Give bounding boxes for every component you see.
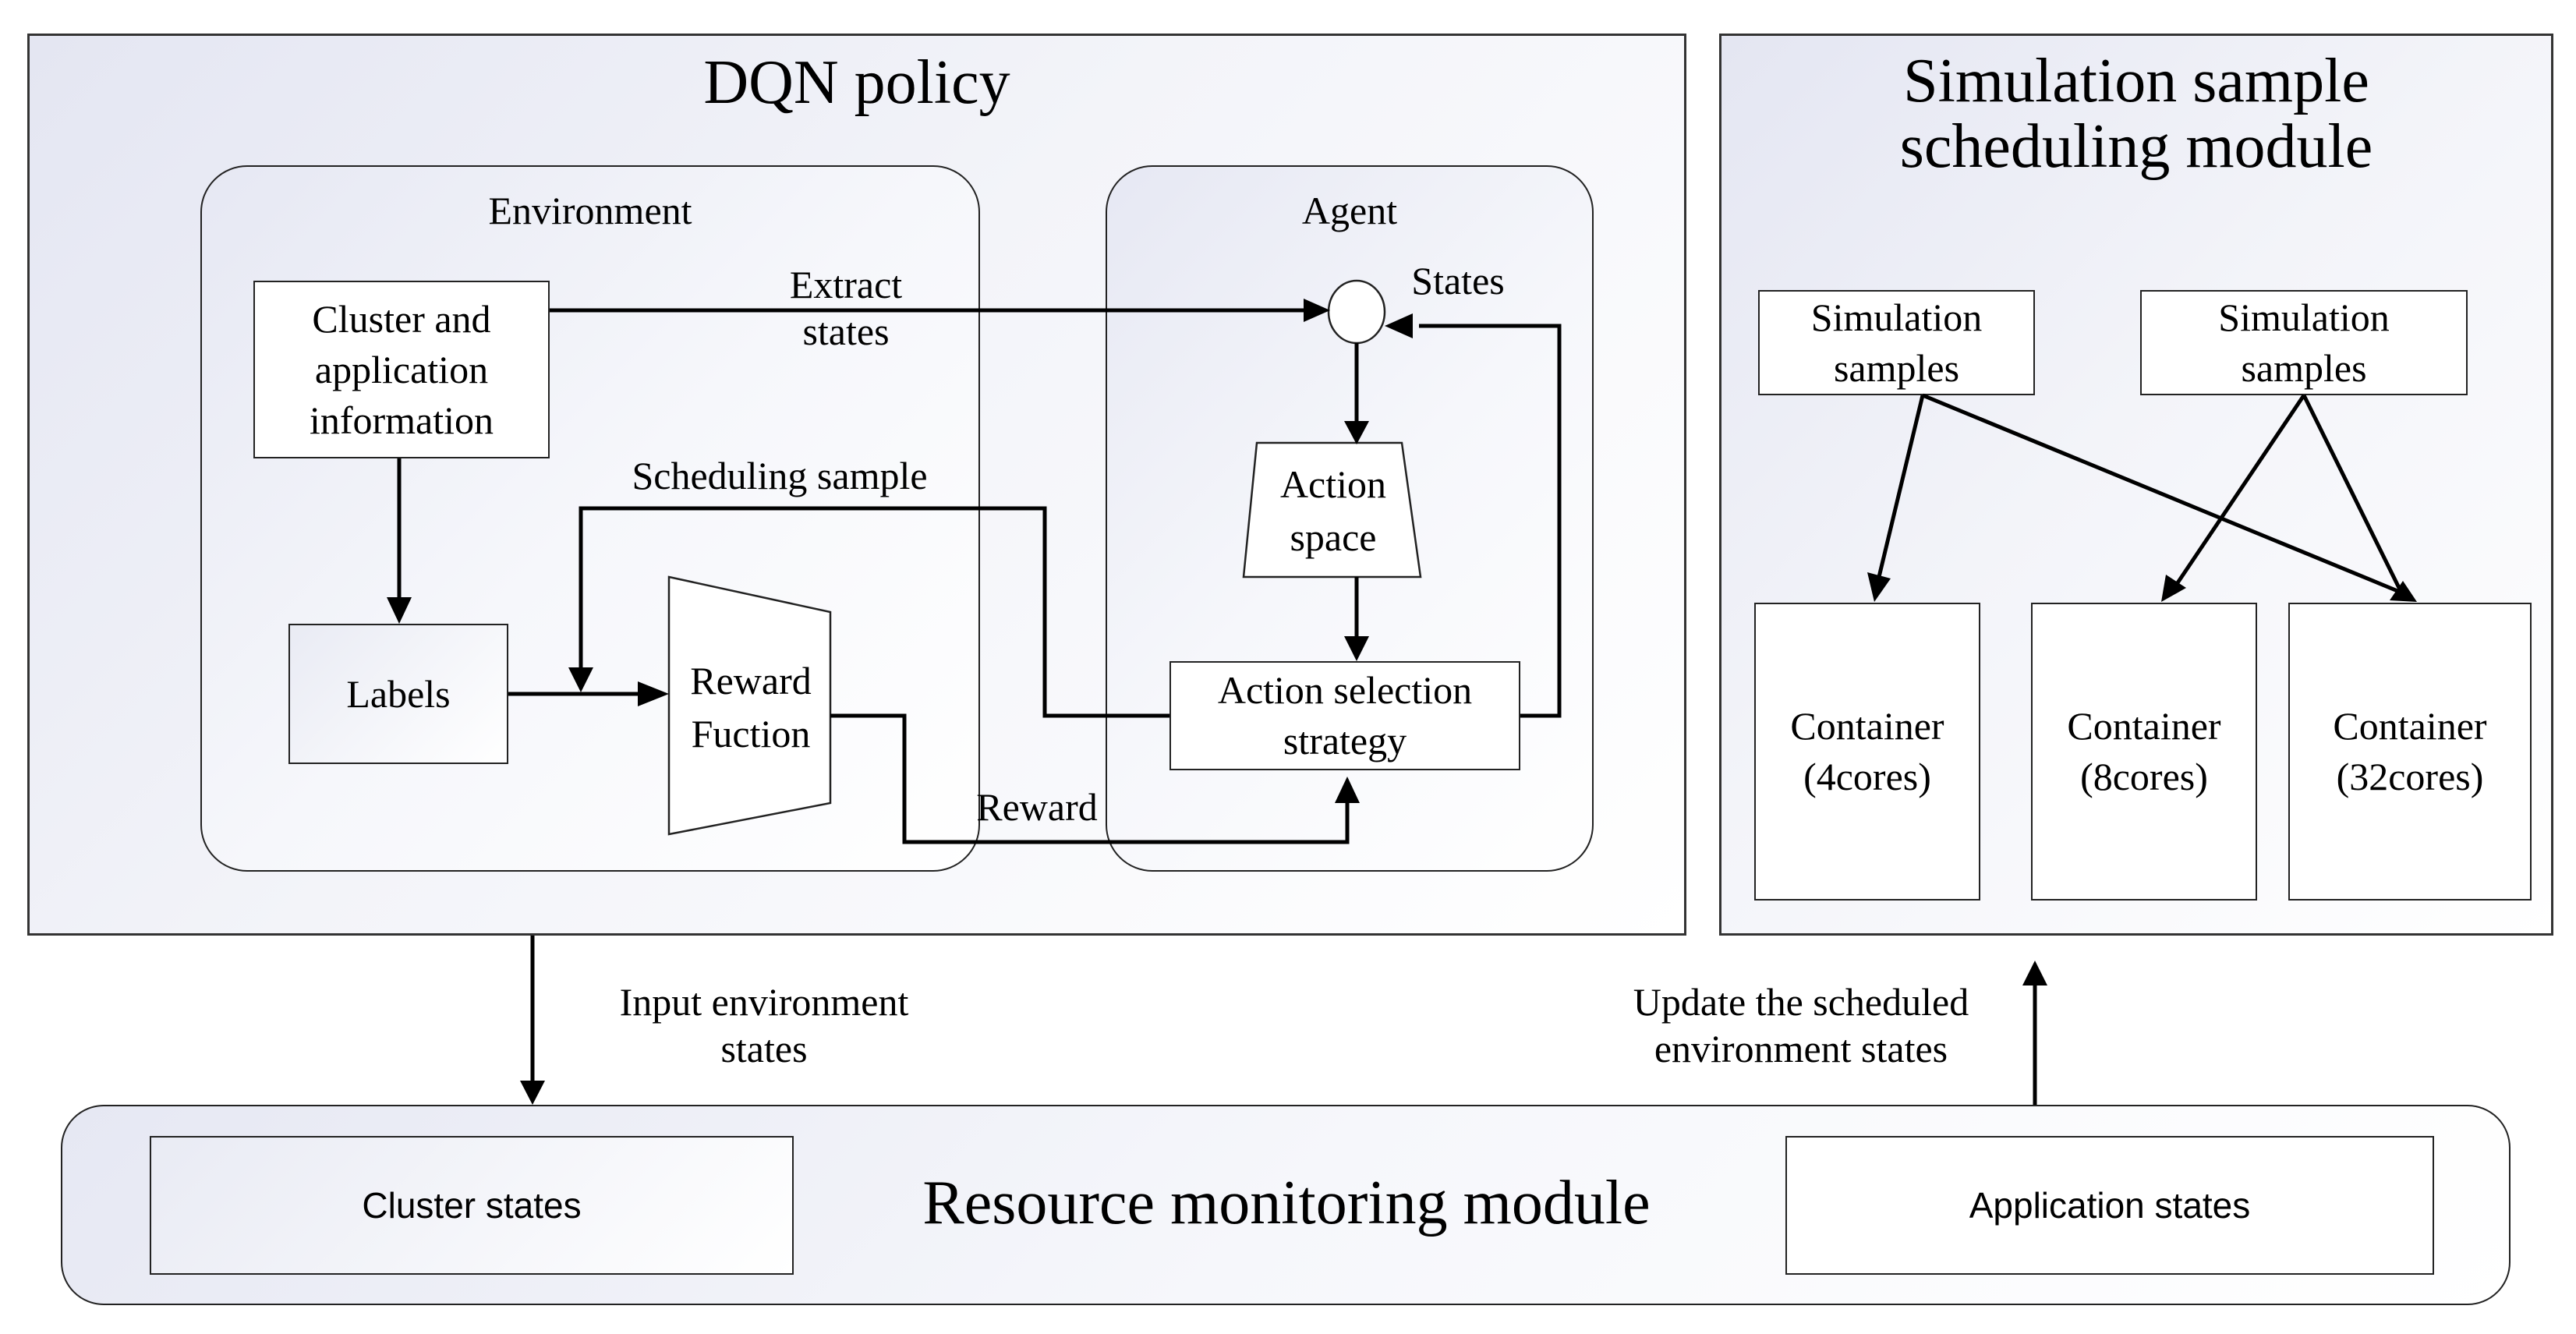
resource-monitoring-title: Resource monitoring module [922, 1169, 1651, 1237]
container-4cores-label: Container (4cores) [1790, 704, 1944, 798]
action-selection-box: Action selection strategy [1169, 661, 1520, 770]
reward-label: Reward [976, 785, 1098, 829]
container-8cores-label: Container (8cores) [2067, 704, 2221, 798]
labels-label: Labels [346, 671, 451, 716]
simulation-samples-box-1: Simulation samples [1758, 290, 2035, 395]
labels-box: Labels [288, 624, 508, 764]
application-states-box: Application states [1785, 1136, 2434, 1275]
simulation-title: Simulation sample scheduling module [1899, 47, 2373, 181]
states-label: States [1411, 259, 1505, 303]
dqn-policy-title: DQN policy [703, 48, 1010, 117]
simulation-samples-box-2: Simulation samples [2140, 290, 2468, 395]
cluster-states-box: Cluster states [150, 1136, 794, 1275]
environment-title: Environment [488, 189, 692, 232]
cluster-info-label: Cluster and application information [309, 296, 494, 442]
arrowhead-input-environment [520, 1081, 545, 1105]
action-selection-label: Action selection strategy [1217, 668, 1473, 763]
application-states-label: Application states [1969, 1185, 2251, 1226]
agent-title: Agent [1301, 189, 1398, 232]
container-32cores-box: Container (32cores) [2288, 603, 2532, 901]
update-environment-label: Update the scheduled environment states [1633, 980, 1969, 1070]
extract-states-label: Extract states [789, 263, 903, 353]
arrowhead-update-environment [2022, 961, 2047, 985]
cluster-states-label: Cluster states [362, 1185, 582, 1226]
container-32cores-label: Container (32cores) [2333, 704, 2487, 798]
container-8cores-box: Container (8cores) [2031, 603, 2257, 901]
container-4cores-box: Container (4cores) [1754, 603, 1980, 901]
cluster-info-box: Cluster and application information [253, 281, 550, 458]
simulation-samples-label-1: Simulation samples [1810, 295, 1983, 390]
reward-function-label: Reward Fuction [690, 659, 812, 755]
action-space-label: Action space [1279, 462, 1387, 559]
scheduling-sample-label: Scheduling sample [632, 454, 928, 497]
input-environment-label: Input environment states [619, 980, 909, 1070]
simulation-samples-label-2: Simulation samples [2218, 295, 2390, 390]
